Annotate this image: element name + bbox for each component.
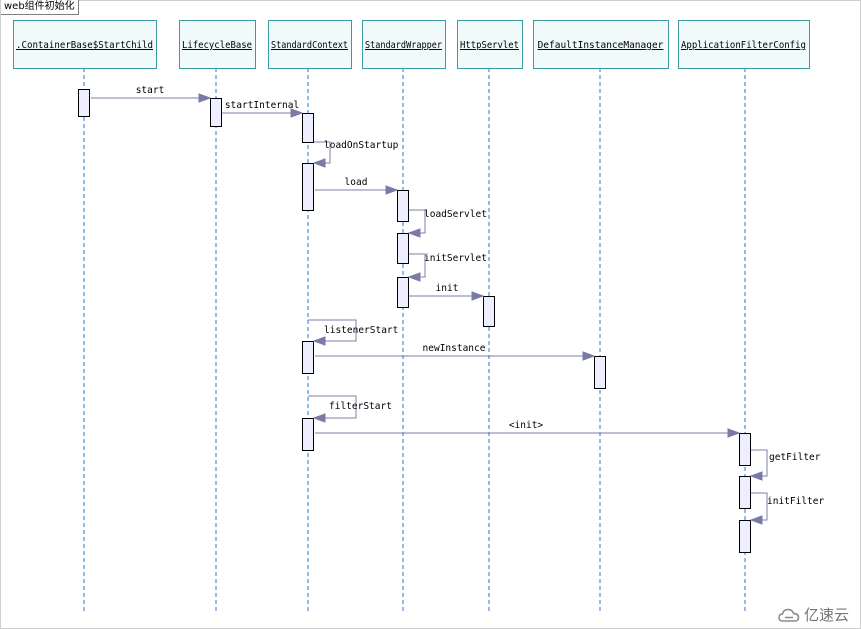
arrowhead [407,228,421,238]
arrowhead [407,272,421,282]
activation-bar-containerbase-startchild [78,89,90,117]
participant-label-httpservlet: HttpServlet [460,40,519,51]
message-initfilter-label: initFilter [767,496,824,507]
message-start-label: start [136,85,165,96]
message-filterstart-label: filterStart [329,401,392,412]
activation-bar-standardcontext [302,341,314,374]
message-filterstart-arrow [308,395,357,419]
message-loadonstartup-label: loadOnStartup [324,140,399,151]
message-init-label: <init> [509,420,544,431]
participant-label-applicationfilterconfig: ApplicationFilterConfig [681,40,806,51]
participant-box-lifecyclebase [179,20,256,69]
arrowhead [198,93,212,103]
activation-bar-standardcontext [302,163,314,211]
arrowhead [312,336,326,346]
activation-bar-applicationfilterconfig [739,433,751,466]
arrowhead [312,413,326,423]
activation-bar-standardwrapper [397,190,409,222]
message-initservlet-label: initServlet [424,253,487,264]
diagram-title: web组件初始化 [1,0,79,15]
activation-bar-applicationfilterconfig [739,520,751,553]
activation-bar-httpservlet [483,296,495,327]
message-loadservlet-arrow [409,209,426,234]
message-initservlet-arrow [409,253,426,278]
arrowhead [749,471,763,481]
participant-label-lifecyclebase: LifecycleBase [182,40,252,51]
message-newinstance-label: newInstance [423,343,486,354]
watermark: 亿速云 [778,604,849,625]
participant-box-standardwrapper [362,20,446,69]
message-listenerstart-arrow [308,319,357,342]
participant-box-containerbase-startchild [13,20,157,69]
arrowhead [749,515,763,525]
cloud-logo-icon [778,608,800,622]
message-load-label: load [345,177,368,188]
participant-label-defaultinstancemanager: DefaultInstanceManager [538,40,664,51]
participant-box-httpservlet [457,20,523,69]
activation-bar-standardwrapper [397,277,409,308]
arrowhead [582,351,596,361]
activation-bar-standardwrapper [397,233,409,264]
arrowhead [385,185,399,195]
activation-bar-defaultinstancemanager [594,356,606,389]
participant-box-applicationfilterconfig [678,20,810,69]
activation-bar-lifecyclebase [210,98,222,127]
message-listenerstart-label: listenerStart [324,325,398,336]
message-getfilter-arrow [751,449,768,477]
activation-bar-applicationfilterconfig [739,476,751,509]
arrowhead [312,158,326,168]
message-loadservlet-label: loadServlet [424,209,487,220]
arrowhead [727,428,741,438]
message-startinternal-label: startInternal [225,100,299,111]
arrowhead [471,291,485,301]
activation-bar-standardcontext [302,113,314,143]
message-getfilter-label: getFilter [769,452,821,463]
participant-label-standardcontext: StandardContext [271,40,348,51]
participant-box-defaultinstancemanager [533,20,669,69]
participant-box-standardcontext [268,20,352,69]
participant-label-containerbase-startchild: .ContainerBase$StartChild [16,40,153,51]
watermark-text: 亿速云 [803,606,849,624]
arrowhead [290,108,304,118]
participant-label-standardwrapper: StandardWrapper [365,40,442,51]
message-init-label: init [436,283,459,294]
activation-bar-standardcontext [302,418,314,451]
message-initfilter-arrow [751,492,768,521]
